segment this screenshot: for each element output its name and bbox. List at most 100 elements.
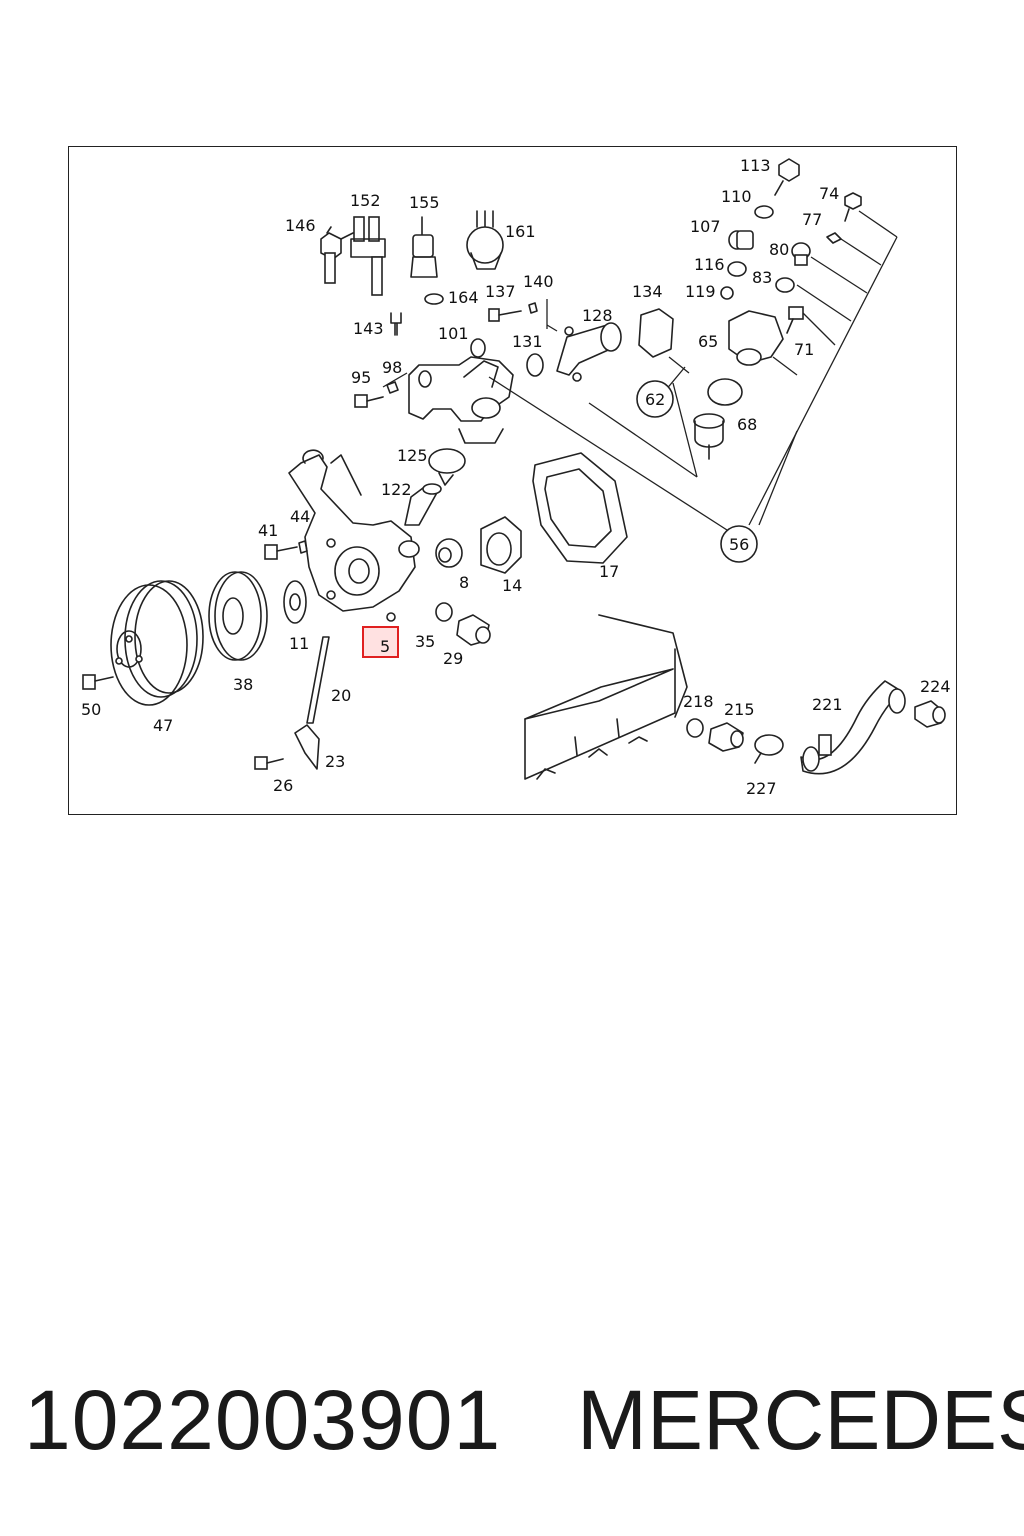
callout-56[interactable]: 56 — [729, 535, 749, 554]
dowel-pin-20 — [306, 636, 330, 724]
callout-11[interactable]: 11 — [289, 634, 309, 653]
fitting-29 — [456, 614, 491, 646]
callout-143[interactable]: 143 — [353, 319, 384, 338]
seal-ring-116 — [727, 261, 747, 277]
callout-8[interactable]: 8 — [459, 573, 469, 592]
callout-17[interactable]: 17 — [599, 562, 619, 581]
seal-ring-35 — [435, 602, 453, 622]
callout-116[interactable]: 116 — [694, 255, 725, 274]
callout-152[interactable]: 152 — [350, 191, 381, 210]
callout-215[interactable]: 215 — [724, 700, 755, 719]
seal-ring-68 — [707, 378, 743, 406]
pipe-122 — [404, 483, 442, 526]
part-number-text: 1022003901 — [24, 1373, 502, 1467]
hose-221 — [800, 680, 906, 775]
callout-137[interactable]: 137 — [485, 282, 516, 301]
callout-131[interactable]: 131 — [512, 332, 543, 351]
fitting-224 — [914, 700, 946, 728]
callout-71[interactable]: 71 — [794, 340, 814, 359]
callout-128[interactable]: 128 — [582, 306, 613, 325]
callout-50[interactable]: 50 — [81, 700, 101, 719]
callout-227[interactable]: 227 — [746, 779, 777, 798]
connection-pipe-128 — [556, 322, 622, 382]
callout-119[interactable]: 119 — [685, 282, 716, 301]
callout-26[interactable]: 26 — [273, 776, 293, 795]
callout-35[interactable]: 35 — [415, 632, 435, 651]
parts-diagram-frame: 5 8 11 14 17 20 23 26 29 35 38 41 44 47 … — [68, 146, 957, 815]
leader-lines — [382, 210, 898, 540]
callout-98[interactable]: 98 — [382, 358, 402, 377]
callout-224[interactable]: 224 — [920, 677, 951, 696]
washer-98 — [386, 381, 399, 394]
pulley-47 — [110, 580, 204, 706]
exploded-parts-diagram: 5 8 11 14 17 20 23 26 29 35 38 41 44 47 … — [81, 156, 951, 798]
seal-ring-164 — [424, 293, 444, 305]
bracket-23 — [294, 724, 320, 770]
callout-134[interactable]: 134 — [632, 282, 663, 301]
washer-44 — [298, 540, 308, 554]
highlight-box-5[interactable] — [362, 626, 399, 658]
plug-107 — [728, 230, 754, 250]
callout-80[interactable]: 80 — [769, 240, 789, 259]
callout-5[interactable]: 5 — [380, 637, 390, 656]
callout-125[interactable]: 125 — [397, 446, 428, 465]
bolt-95 — [354, 394, 384, 408]
callout-161[interactable]: 161 — [505, 222, 536, 241]
temperature-sensor-146 — [320, 226, 354, 284]
callout-29[interactable]: 29 — [443, 649, 463, 668]
callout-23[interactable]: 23 — [325, 752, 345, 771]
thermostat-cover-65 — [728, 310, 784, 366]
impeller-14 — [480, 516, 522, 574]
footer-caption: 1022003901 MERCEDES — [0, 1370, 1024, 1470]
water-pump-5 — [288, 449, 420, 622]
thermostat-62 — [693, 413, 725, 460]
callout-155[interactable]: 155 — [409, 193, 440, 212]
bushing-8 — [435, 538, 463, 568]
callout-110[interactable]: 110 — [721, 187, 752, 206]
callout-38[interactable]: 38 — [233, 675, 253, 694]
callout-47[interactable]: 47 — [153, 716, 173, 735]
seal-ring-101 — [470, 338, 486, 358]
callout-14[interactable]: 14 — [502, 576, 522, 595]
temperature-sensor-152 — [350, 216, 386, 296]
callout-labels: 5 8 11 14 17 20 23 26 29 35 38 41 44 47 … — [81, 156, 951, 798]
callout-65[interactable]: 65 — [698, 332, 718, 351]
callout-41[interactable]: 41 — [258, 521, 278, 540]
plug-80 — [791, 242, 811, 266]
callout-62[interactable]: 62 — [645, 390, 665, 409]
callout-74[interactable]: 74 — [819, 184, 839, 203]
bolt-113 — [774, 158, 800, 196]
pulley-38 — [208, 571, 268, 661]
callout-44[interactable]: 44 — [290, 507, 310, 526]
callout-83[interactable]: 83 — [752, 268, 772, 287]
callout-101[interactable]: 101 — [438, 324, 469, 343]
callout-95[interactable]: 95 — [351, 368, 371, 387]
callout-20[interactable]: 20 — [331, 686, 351, 705]
callout-77[interactable]: 77 — [802, 210, 822, 229]
callout-140[interactable]: 140 — [523, 272, 554, 291]
callout-68[interactable]: 68 — [737, 415, 757, 434]
thermostat-housing-101 — [408, 356, 514, 444]
clip-77 — [826, 232, 842, 244]
callout-221[interactable]: 221 — [812, 695, 843, 714]
callout-122[interactable]: 122 — [381, 480, 412, 499]
bolt-26 — [254, 756, 284, 770]
bolt-41 — [264, 544, 298, 560]
callout-113[interactable]: 113 — [740, 156, 771, 175]
bolt-71 — [786, 306, 804, 334]
engine-block — [524, 614, 688, 780]
callout-164[interactable]: 164 — [448, 288, 479, 307]
group-circle-56 — [720, 525, 758, 563]
callout-218[interactable]: 218 — [683, 692, 714, 711]
gasket-17 — [532, 452, 628, 564]
switch-161 — [466, 210, 504, 270]
hose-clamp-125 — [428, 448, 466, 486]
group-circle-62 — [636, 380, 674, 418]
hose-clamp-227 — [754, 734, 784, 764]
callout-146[interactable]: 146 — [285, 216, 316, 235]
brand-text: MERCEDES — [577, 1373, 1024, 1467]
callout-107[interactable]: 107 — [690, 217, 721, 236]
washer-140 — [528, 302, 538, 314]
temperature-sensor-155 — [410, 216, 438, 278]
bolt-137 — [488, 308, 522, 322]
